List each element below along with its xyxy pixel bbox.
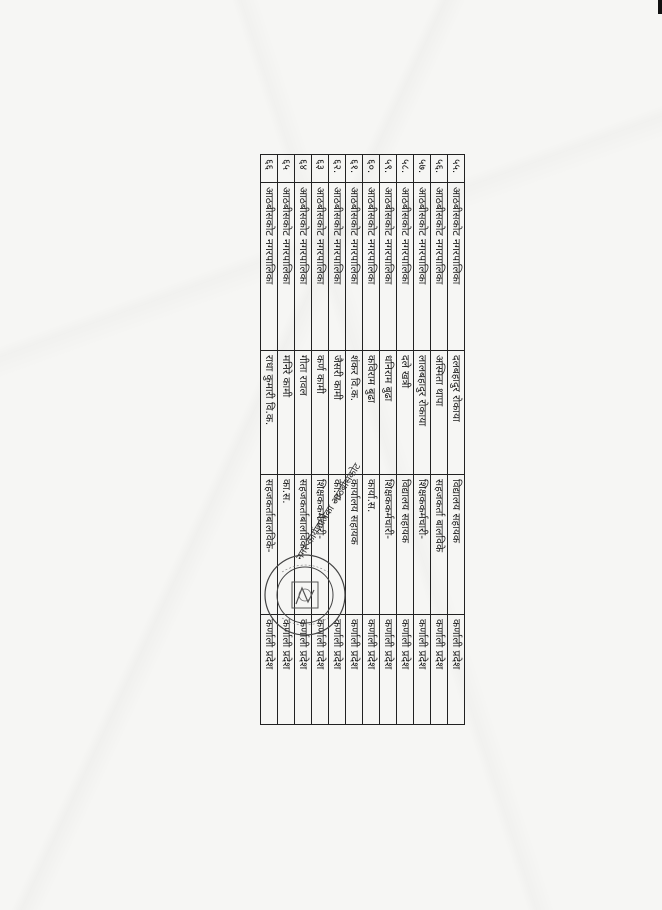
serial-cell: ६३ (311, 154, 329, 183)
table-row: ६१.आठबीसकोट नगरपालिकाशंकर वि.क.कार्यालय … (345, 154, 363, 725)
municipality-cell: आठबीसकोट नगरपालिका (379, 182, 397, 351)
post-cell: शिक्षककर्मचारी- (413, 474, 431, 615)
staff-table: ५५.आठबीसकोट नगरपालिकादलबहादुर रोकायाविद्… (260, 154, 465, 725)
serial-cell: ५५. (447, 154, 465, 183)
table-row: ६२.आठबीसकोट नगरपालिकाजैसरी कामीका.स.कर्ण… (328, 154, 346, 725)
municipality-cell: आठबीसकोट नगरपालिका (430, 182, 448, 351)
municipality-cell: आठबीसकोट नगरपालिका (311, 182, 329, 351)
municipality-cell: आठबीसकोट नगरपालिका (328, 182, 346, 351)
table-row: ५९.आठबीसकोट नगरपालिकाधनिराम बुढाशिक्षककर… (379, 154, 397, 725)
province-cell: कर्णाली प्रदेश (413, 614, 431, 725)
table-row: ५८.आठबीसकोट नगरपालिकादले खत्रीविद्यालय स… (396, 154, 414, 725)
province-cell: कर्णाली प्रदेश (396, 614, 414, 725)
post-cell: विद्यालय सहायक (396, 474, 414, 615)
serial-cell: ५९. (379, 154, 397, 183)
table-row: ५६.आठबीसकोट नगरपालिकाअस्मिता थापासहजकर्त… (430, 154, 448, 725)
province-cell: कर्णाली प्रदेश (447, 614, 465, 725)
name-cell: धनिराम बुढा (379, 350, 397, 475)
name-cell: अस्मिता थापा (430, 350, 448, 475)
serial-cell: ६२. (328, 154, 346, 183)
serial-cell: ५८. (396, 154, 414, 183)
province-cell: कर्णाली प्रदेश (430, 614, 448, 725)
staff-table-rotated: ५५.आठबीसकोट नगरपालिकादलबहादुर रोकायाविद्… (260, 154, 465, 725)
municipality-cell: आठबीसकोट नगरपालिका (260, 182, 278, 351)
serial-cell: ६५ (277, 154, 295, 183)
municipality-cell: आठबीसकोट नगरपालिका (277, 182, 295, 351)
municipality-cell: आठबीसकोट नगरपालिका (447, 182, 465, 351)
name-cell: कर्ण कामी (311, 350, 329, 475)
office-seal (264, 554, 346, 636)
table-row: ५५.आठबीसकोट नगरपालिकादलबहादुर रोकायाविद्… (447, 154, 465, 725)
name-cell: मनिरे कामी (277, 350, 295, 475)
table-body: ५५.आठबीसकोट नगरपालिकादलबहादुर रोकायाविद्… (260, 154, 465, 725)
name-cell: दले खत्री (396, 350, 414, 475)
post-cell: कार्यालय सहायक (345, 474, 363, 615)
post-cell: कार्या.स. (362, 474, 380, 615)
serial-cell: ६४ (294, 154, 312, 183)
province-cell: कर्णाली प्रदेश (379, 614, 397, 725)
municipality-cell: आठबीसकोट नगरपालिका (396, 182, 414, 351)
serial-cell: ५६. (430, 154, 448, 183)
name-cell: लालबहादुर रोकाया (413, 350, 431, 475)
municipality-cell: आठबीसकोट नगरपालिका (294, 182, 312, 351)
name-cell: जैसरी कामी (328, 350, 346, 475)
municipality-cell: आठबीसकोट नगरपालिका (345, 182, 363, 351)
municipality-cell: आठबीसकोट नगरपालिका (413, 182, 431, 351)
serial-cell: ६६ (260, 154, 278, 183)
municipality-cell: आठबीसकोट नगरपालिका (362, 182, 380, 351)
province-cell: कर्णाली प्रदेश (362, 614, 380, 725)
table-row: ६०.आठबीसकोट नगरपालिकाकविराम बुढाकार्या.स… (362, 154, 380, 725)
name-cell: कविराम बुढा (362, 350, 380, 475)
name-cell: गीता रावल (294, 350, 312, 475)
name-cell: शंकर वि.क. (345, 350, 363, 475)
serial-cell: ६०. (362, 154, 380, 183)
post-cell: सहजकर्ता बालविके (430, 474, 448, 615)
serial-cell: ५७. (413, 154, 431, 183)
table-row: ५७.आठबीसकोट नगरपालिकालालबहादुर रोकायाशिक… (413, 154, 431, 725)
serial-cell: ६१. (345, 154, 363, 183)
post-cell: विद्यालय सहायक (447, 474, 465, 615)
name-cell: राधा कुमारी वि.क. (260, 350, 278, 475)
edge-mark (658, 0, 662, 14)
province-cell: कर्णाली प्रदेश (345, 614, 363, 725)
name-cell: दलबहादुर रोकाया (447, 350, 465, 475)
post-cell: शिक्षककर्मचारी- (379, 474, 397, 615)
